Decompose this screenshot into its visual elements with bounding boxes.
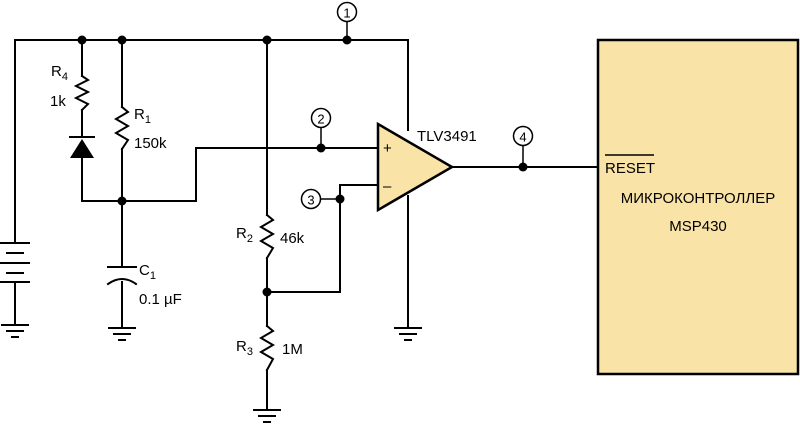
resistor-r4 bbox=[73, 74, 91, 112]
wires bbox=[14, 22, 599, 411]
junction-dot bbox=[117, 35, 127, 45]
marker-3: 3 bbox=[300, 188, 322, 210]
mcu-name-label: МИКРОКОНТРОЛЛЕР bbox=[621, 190, 775, 207]
comparator-tlv3491: + – bbox=[376, 121, 455, 213]
mcu-part-label: MSP430 bbox=[669, 218, 727, 235]
r4-value-label: 1k bbox=[50, 93, 66, 110]
junction-dot bbox=[518, 162, 528, 172]
r3-value-label: 1M bbox=[282, 341, 303, 358]
marker-2: 2 bbox=[310, 107, 332, 129]
marker-1: 1 bbox=[336, 1, 358, 23]
svg-text:1: 1 bbox=[343, 6, 350, 21]
opamp-plus-sign: + bbox=[383, 140, 392, 157]
svg-text:3: 3 bbox=[307, 193, 314, 208]
ground-symbol bbox=[108, 327, 136, 341]
capacitor-c1 bbox=[106, 266, 138, 286]
ground-symbol bbox=[1, 324, 29, 338]
svg-text:4: 4 bbox=[519, 130, 526, 145]
resistor-r3 bbox=[259, 324, 275, 372]
c1-ref-label: C1 bbox=[139, 262, 156, 282]
junction-dot bbox=[262, 287, 272, 297]
resistor-r2 bbox=[259, 213, 275, 260]
c1-value-label: 0.1 µF bbox=[139, 291, 182, 308]
junction-dot bbox=[77, 35, 87, 45]
junction-dot bbox=[335, 194, 345, 204]
ground-symbol bbox=[394, 327, 422, 341]
r4-ref-label: R4 bbox=[51, 63, 68, 83]
r2-ref-label: R2 bbox=[236, 225, 253, 245]
opamp-minus-sign: – bbox=[383, 178, 392, 195]
r2-value-label: 46k bbox=[280, 230, 305, 247]
junction-dot bbox=[342, 35, 352, 45]
diode-to-bottom-wire bbox=[81, 147, 379, 202]
battery-symbol bbox=[0, 242, 30, 283]
svg-text:2: 2 bbox=[317, 112, 324, 127]
marker-4: 4 bbox=[512, 125, 534, 147]
junction-dot bbox=[117, 196, 127, 206]
ground-symbol bbox=[253, 409, 281, 423]
microcontroller-block bbox=[596, 38, 800, 376]
inverting-feed-wire bbox=[266, 184, 379, 293]
junction-dot bbox=[262, 35, 272, 45]
opamp-part-label: TLV3491 bbox=[417, 128, 477, 145]
r1-value-label: 150k bbox=[134, 135, 167, 152]
resistor-r1 bbox=[114, 105, 130, 151]
diode-symbol bbox=[69, 136, 95, 158]
junction-dot bbox=[316, 143, 326, 153]
r1-ref-label: R1 bbox=[134, 106, 151, 126]
reset-pin-label: RESET bbox=[605, 160, 655, 177]
junction-dots bbox=[77, 35, 528, 297]
r3-ref-label: R3 bbox=[236, 338, 253, 358]
